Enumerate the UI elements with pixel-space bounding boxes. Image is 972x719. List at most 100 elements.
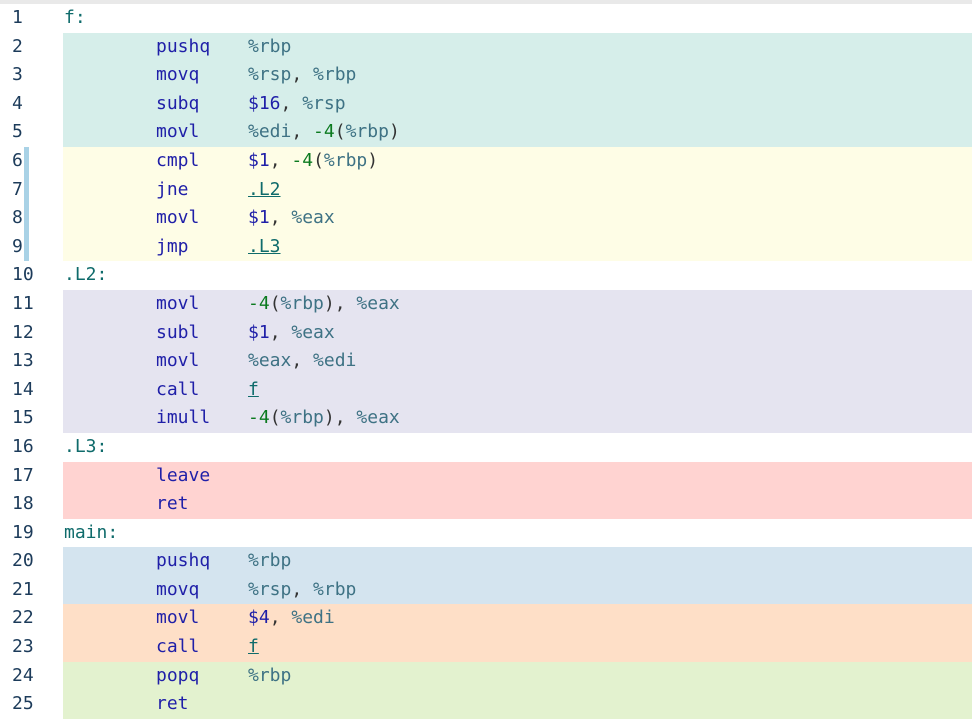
line-number: 20 (12, 550, 34, 572)
line-gutter[interactable]: 12 (0, 318, 52, 348)
line-highlight (63, 518, 972, 548)
line-gutter[interactable]: 7 (0, 175, 52, 205)
operand-token: , (280, 92, 303, 114)
line-gutter[interactable]: 10 (0, 261, 52, 290)
line-gutter[interactable]: 14 (0, 375, 52, 405)
line-gutter[interactable]: 9 (0, 232, 52, 262)
jump-target-link[interactable]: .L3 (248, 235, 281, 257)
asm-mnemonic: movl (156, 292, 200, 314)
line-number: 14 (12, 378, 34, 400)
asm-mnemonic: imull (156, 407, 211, 429)
asm-label: main: (64, 521, 119, 543)
line-gutter[interactable]: 11 (0, 289, 52, 319)
line-number: 12 (12, 321, 34, 343)
line-gutter[interactable]: 21 (0, 575, 52, 605)
code-line[interactable]: 25 ret (0, 690, 972, 719)
line-number: 21 (12, 578, 34, 600)
operand-token: $16 (248, 92, 281, 114)
line-gutter[interactable]: 18 (0, 490, 52, 519)
line-gutter[interactable]: 22 (0, 604, 52, 634)
line-highlight (63, 89, 972, 119)
asm-mnemonic: popq (156, 664, 200, 686)
operand-token: %rsp (248, 64, 292, 86)
line-gutter[interactable]: 2 (0, 32, 52, 62)
line-number: 18 (12, 493, 34, 515)
asm-operands: .L3 (248, 233, 281, 262)
operand-token: -4 (291, 149, 314, 171)
asm-mnemonic: pushq (156, 550, 211, 572)
operand-token: %rbp (313, 578, 357, 600)
line-gutter[interactable]: 15 (0, 404, 52, 433)
line-gutter[interactable]: 1 (0, 4, 52, 33)
line-highlight (63, 204, 972, 233)
asm-mnemonic: movl (156, 207, 200, 229)
line-highlight (63, 404, 972, 433)
jump-target-link[interactable]: f (248, 636, 259, 658)
operand-token: %eax (356, 407, 400, 429)
code-line[interactable]: 16 .L3: (0, 432, 972, 462)
operand-token: , (291, 121, 314, 143)
line-gutter[interactable]: 17 (0, 461, 52, 491)
operand-token: $1 (248, 321, 270, 343)
line-gutter[interactable]: 4 (0, 89, 52, 119)
line-number: 11 (12, 292, 34, 314)
jump-target-link[interactable]: f (248, 378, 259, 400)
asm-mnemonic: subq (156, 92, 200, 114)
code-line[interactable]: 19 main: (0, 518, 972, 548)
operand-token: %rbp (280, 407, 324, 429)
line-gutter[interactable]: 20 (0, 547, 52, 576)
jump-target-link[interactable]: .L2 (248, 178, 281, 200)
code-line[interactable]: 20 pushq %rbp (0, 547, 972, 576)
line-highlight (63, 289, 972, 319)
line-gutter[interactable]: 8 (0, 204, 52, 233)
line-gutter[interactable]: 16 (0, 432, 52, 462)
line-highlight (63, 633, 972, 662)
code-line[interactable]: 10.L2: (0, 261, 972, 290)
operand-token: ) (388, 121, 400, 143)
line-gutter[interactable]: 19 (0, 518, 52, 548)
code-line[interactable]: 4 subq $16, %rsp (0, 89, 972, 119)
line-gutter[interactable]: 24 (0, 661, 52, 691)
asm-mnemonic: ret (156, 693, 189, 715)
operand-token: , (269, 607, 292, 629)
operand-token: ) (367, 149, 379, 171)
line-number: 15 (12, 407, 34, 429)
line-number: 7 (12, 178, 23, 200)
line-gutter[interactable]: 23 (0, 633, 52, 662)
line-gutter[interactable]: 25 (0, 690, 52, 719)
gutter-change-marker (24, 146, 29, 176)
operand-token: %rsp (302, 92, 346, 114)
operand-token: %rbp (248, 35, 292, 57)
line-gutter[interactable]: 6 (0, 146, 52, 176)
asm-operands: %rbp (248, 547, 291, 576)
asm-label: .L3: (64, 435, 108, 457)
asm-mnemonic: movl (156, 607, 200, 629)
line-number: 4 (12, 92, 23, 114)
line-gutter[interactable]: 3 (0, 61, 52, 90)
operand-token: %eax (248, 350, 292, 372)
line-gutter[interactable]: 5 (0, 118, 52, 147)
line-highlight (63, 4, 972, 33)
asm-operands: f (248, 633, 259, 662)
line-gutter[interactable]: 13 (0, 347, 52, 376)
